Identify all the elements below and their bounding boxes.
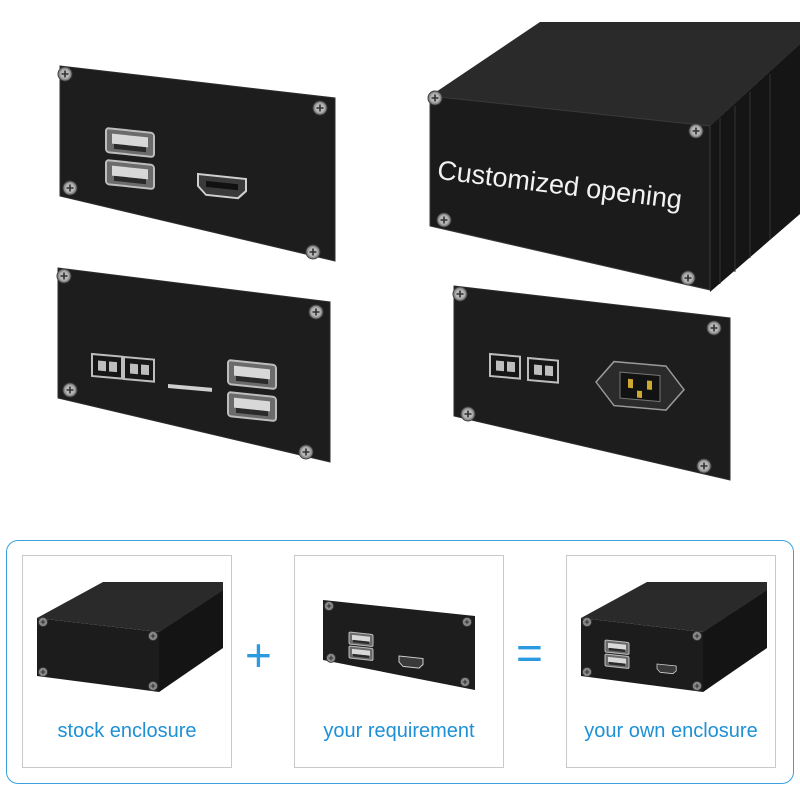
screw-icon [312,100,328,116]
screw-icon [56,268,72,284]
power-socket-icon [595,360,685,411]
sd-slot-icon [168,384,212,392]
caption-your-requirement: your requirement [323,720,475,742]
screw-icon [688,123,704,139]
hdmi-port-icon [656,663,677,675]
card-your-requirement: your requirement [294,555,504,768]
terminal-block-icon [488,352,522,380]
usb-port-icon [226,358,278,391]
screw-icon [62,382,78,398]
panel-usb-hdmi [57,65,336,262]
screw-icon [57,66,73,82]
hdmi-port-icon [398,655,424,669]
screw-icon [452,286,468,302]
screw-icon [427,90,443,106]
screw-icon [62,180,78,196]
panel-small [323,600,475,690]
caption-your-own-enclosure: your own enclosure [584,720,758,742]
screw-icon [581,616,593,628]
equals-sign: = [516,627,543,679]
screw-icon [691,680,703,692]
screw-icon [37,616,49,628]
usb-port-icon [104,158,156,191]
card-your-own-enclosure: your own enclosure [566,555,776,768]
screw-icon [706,320,722,336]
screw-icon [325,652,337,664]
enclosure-small [37,582,223,692]
enclosure-custom [581,582,767,692]
screw-icon [298,444,314,460]
screw-icon [581,666,593,678]
usb-port-icon [604,653,630,670]
usb-port-icon [348,631,374,648]
screw-icon [308,304,324,320]
screw-icon [460,406,476,422]
screw-icon [147,680,159,692]
enclosure-large [427,22,800,292]
caption-stock-enclosure: stock enclosure [57,720,197,742]
screw-icon [323,600,335,612]
hdmi-port-icon [197,172,247,200]
screw-icon [147,630,159,642]
panel-terminal-power [452,285,731,481]
terminal-block-icon [526,356,560,384]
usb-port-icon [226,390,278,423]
screw-icon [461,616,473,628]
screw-icon [37,666,49,678]
usb-port-icon [604,639,630,656]
screw-icon [691,630,703,642]
screw-icon [305,244,321,260]
terminal-block-icon [90,352,124,380]
terminal-block-icon [122,355,156,383]
screw-icon [696,458,712,474]
panel-terminal-sd-usb [56,267,331,463]
usb-port-icon [104,126,156,159]
screw-icon [459,676,471,688]
usb-port-icon [348,645,374,662]
card-stock-enclosure: stock enclosure [22,555,232,768]
plus-sign: + [245,629,272,681]
